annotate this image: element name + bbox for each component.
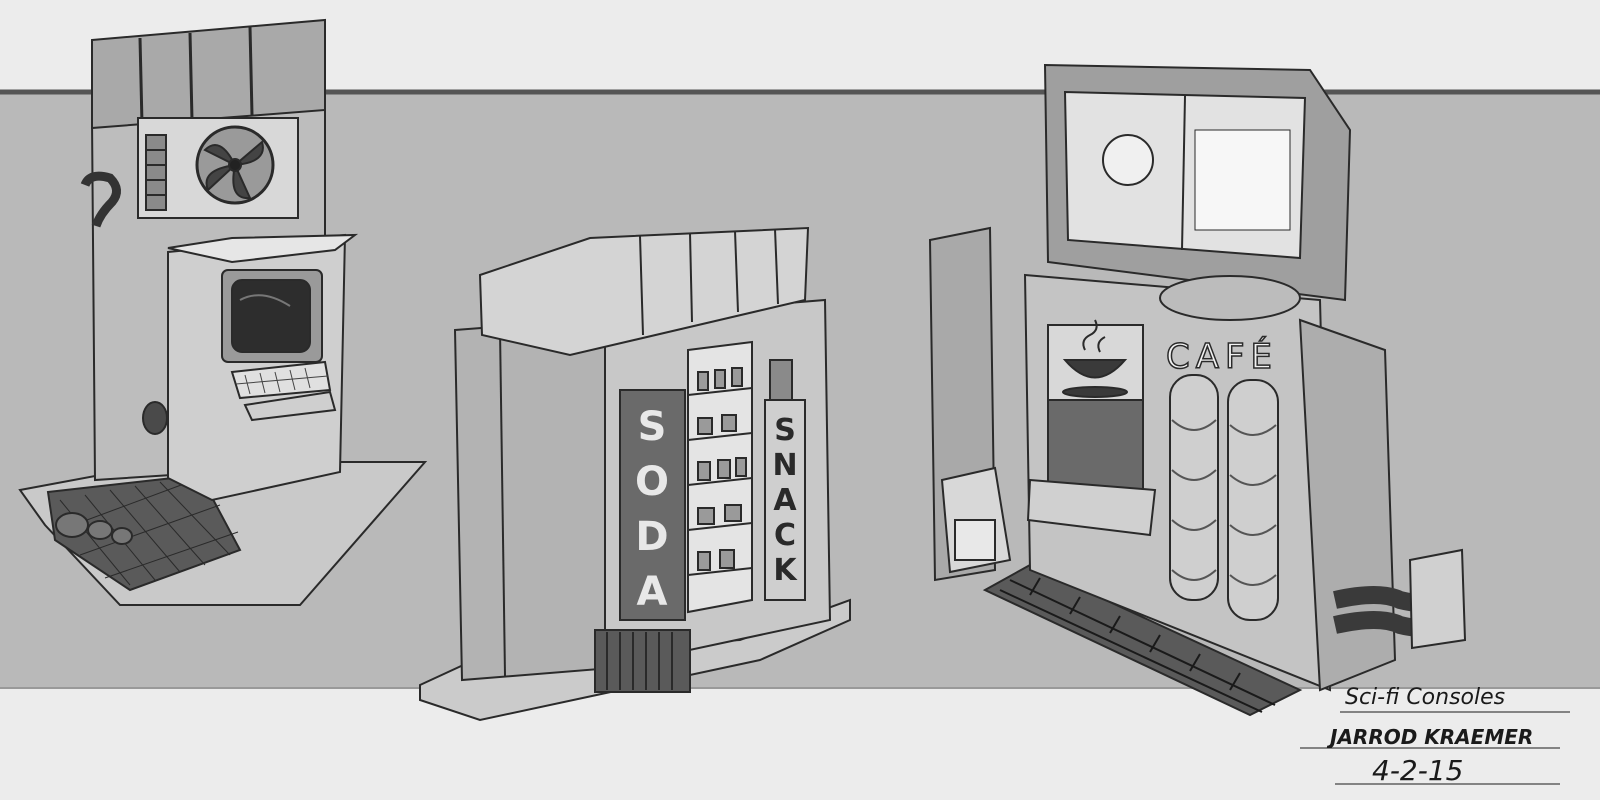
vending-machine bbox=[419, 226, 851, 722]
cafe-dish bbox=[1159, 275, 1301, 321]
snack-letter: S bbox=[774, 413, 796, 448]
snack-letter: C bbox=[774, 518, 796, 553]
terminal-crown bbox=[91, 18, 326, 130]
cafe-floor-grate bbox=[982, 563, 1303, 717]
cafe-machine bbox=[928, 63, 1467, 717]
cafe-drip-tray bbox=[1026, 478, 1157, 537]
terminal-console bbox=[18, 18, 428, 606]
bean-tube-left bbox=[1169, 374, 1219, 601]
snack-letter: K bbox=[773, 553, 798, 588]
artwork-title: Sci-fi Consoles bbox=[1345, 685, 1505, 710]
bean-tube-right bbox=[1227, 379, 1279, 621]
vent-hole bbox=[87, 520, 113, 540]
snack-letter: N bbox=[772, 448, 797, 483]
terminal-pipe-end bbox=[142, 401, 168, 435]
soda-letter: O bbox=[635, 459, 669, 505]
coin-slot bbox=[769, 359, 793, 401]
soda-sign-panel bbox=[619, 389, 686, 621]
artwork-date: 4-2-15 bbox=[1372, 754, 1463, 787]
coffee-cup-icon bbox=[1062, 359, 1128, 379]
soda-letter: D bbox=[635, 514, 668, 560]
cafe-pipe-plate bbox=[1408, 548, 1467, 650]
vending-bottom-grate bbox=[594, 629, 691, 693]
soda-letter: S bbox=[638, 404, 667, 450]
vent-hole bbox=[55, 512, 89, 538]
monitor-screen bbox=[231, 279, 311, 353]
vending-top-duct bbox=[478, 226, 810, 357]
product-shelves bbox=[687, 387, 753, 576]
signature-block: Sci-fi Consoles JARROD KRAEMER 4-2-15 bbox=[1300, 685, 1570, 787]
vending-left-side bbox=[453, 316, 614, 682]
vent-louver bbox=[145, 134, 167, 211]
terminal-side-hose bbox=[80, 171, 121, 228]
cafe-screen-logo bbox=[1102, 134, 1154, 186]
soda-letter: A bbox=[637, 569, 668, 615]
keypad-shelf bbox=[243, 390, 337, 422]
vent-hole bbox=[111, 527, 133, 545]
cafe-cup bbox=[954, 519, 996, 561]
product-items bbox=[697, 367, 747, 571]
snack-letter: A bbox=[773, 483, 797, 518]
terminal-hood bbox=[167, 233, 359, 264]
artist-name: JARROD KRAEMER bbox=[1326, 725, 1533, 749]
snack-sign-panel bbox=[764, 399, 806, 601]
cafe-screen-right-panel bbox=[1194, 129, 1291, 231]
cafe-sign: CAFÉ bbox=[1166, 336, 1278, 377]
